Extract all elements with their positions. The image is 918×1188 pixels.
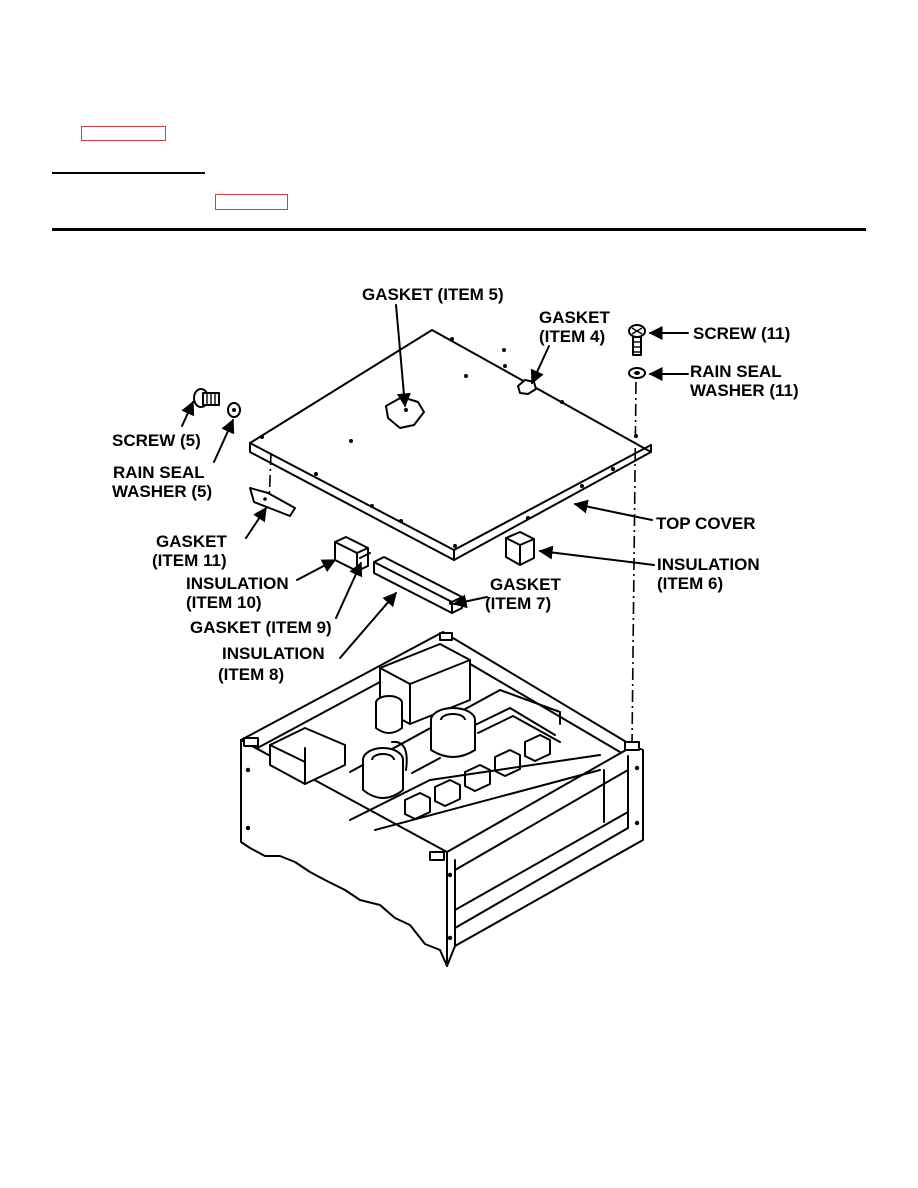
label-top-cover: TOP COVER (656, 514, 756, 533)
link-box-2[interactable] (215, 194, 288, 210)
screw-11-group (628, 324, 646, 379)
label-gasket-item7-l1: GASKET (490, 575, 561, 594)
label-gasket-item4-l1: GASKET (539, 308, 610, 327)
label-gasket-item4-l2: (ITEM 4) (539, 327, 605, 346)
label-rain-seal-5-l1: RAIN SEAL (113, 463, 205, 482)
label-insulation-item10-l2: (ITEM 10) (186, 593, 262, 612)
leader-lines (181, 304, 689, 659)
label-rain-seal-5-l2: WASHER (5) (112, 482, 212, 501)
label-insulation-item8-l2: (ITEM 8) (218, 665, 284, 684)
insulation-item6-shape (505, 531, 535, 566)
label-gasket-item7-l2: (ITEM 7) (485, 594, 551, 613)
gasket-item11-shape (249, 487, 296, 517)
top-cover (249, 329, 652, 561)
label-insulation-item10-l1: INSULATION (186, 574, 289, 593)
centerline-left (268, 452, 272, 506)
label-insulation-item6-l1: INSULATION (657, 555, 760, 574)
header-divider (52, 228, 866, 231)
insulation-item10-shape (334, 536, 369, 572)
label-rain-seal-11-l2: WASHER (11) (690, 381, 799, 400)
label-screw-11: SCREW (11) (693, 324, 790, 343)
label-gasket-item9: GASKET (ITEM 9) (190, 618, 332, 637)
gasket-item9-shape (359, 552, 371, 559)
label-gasket-item11-l1: GASKET (156, 532, 227, 551)
label-rain-seal-11-l1: RAIN SEAL (690, 362, 782, 381)
label-insulation-item8-l1: INSULATION (222, 644, 325, 663)
link-box-1[interactable] (81, 126, 166, 141)
section-underline (52, 172, 205, 174)
label-screw-5: SCREW (5) (112, 431, 201, 450)
label-gasket-item5: GASKET (ITEM 5) (362, 285, 504, 304)
base-unit (240, 631, 644, 967)
label-insulation-item6-l2: (ITEM 6) (657, 574, 723, 593)
screw-5-group (193, 388, 241, 418)
terminal-strip (404, 734, 551, 820)
label-gasket-item11-l2: (ITEM 11) (152, 551, 227, 570)
